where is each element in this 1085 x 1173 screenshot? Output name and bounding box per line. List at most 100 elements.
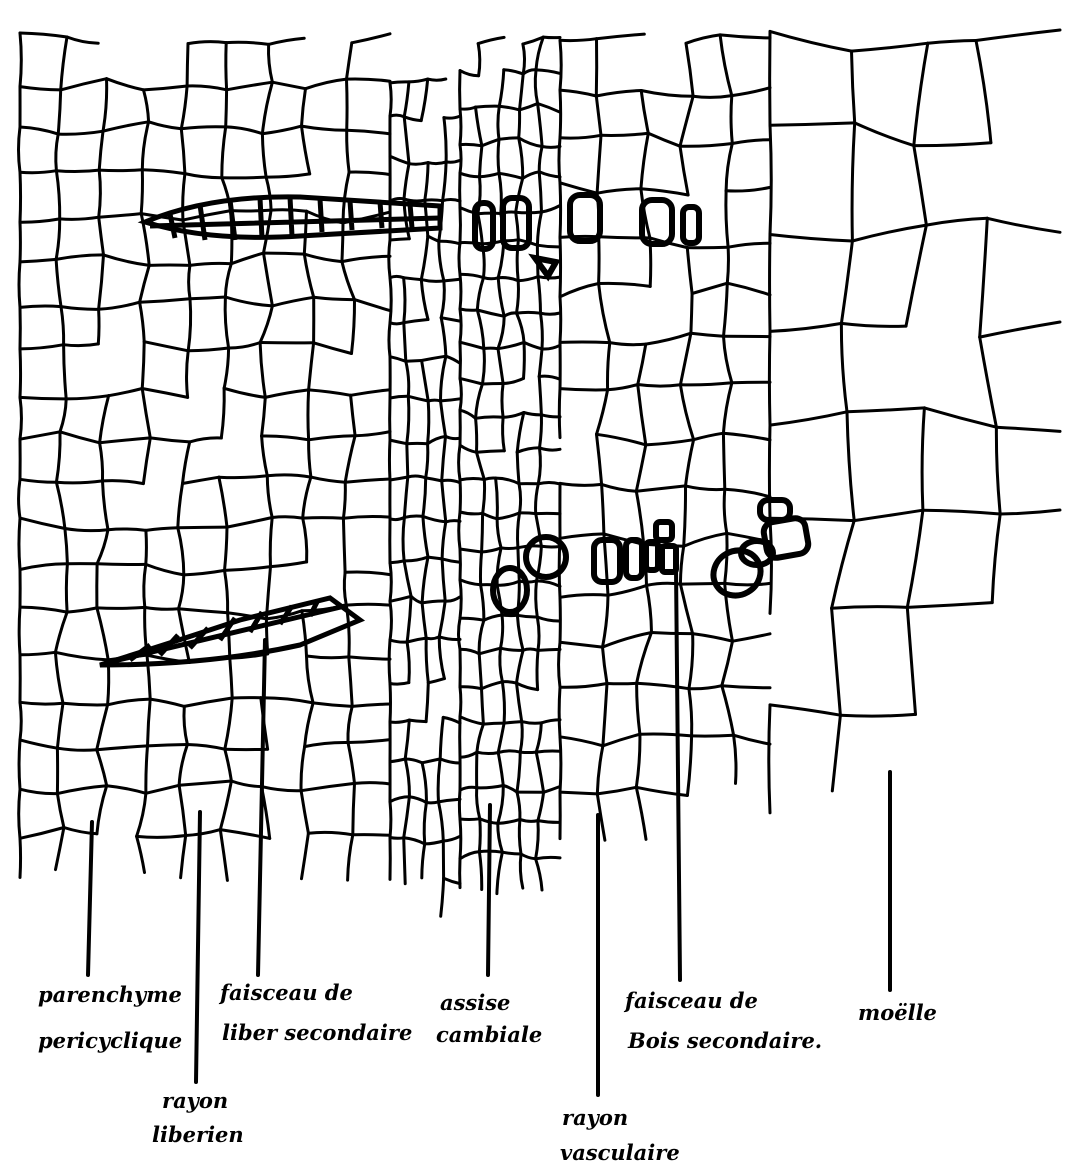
cell-wall xyxy=(496,478,498,519)
cell-wall xyxy=(305,703,314,747)
cell-wall xyxy=(559,642,560,687)
cell-wall xyxy=(303,477,311,518)
cell-wall xyxy=(541,546,560,547)
cell-wall xyxy=(724,283,728,336)
cell-wall xyxy=(854,510,923,520)
cell-wall xyxy=(638,385,681,387)
cell-wall xyxy=(20,172,21,222)
cell-wall xyxy=(262,436,309,440)
leader-rayon-liberien xyxy=(196,812,200,1082)
cell-wall xyxy=(347,130,349,172)
cell-wall xyxy=(348,740,390,743)
cell-wall xyxy=(146,530,147,564)
cell-wall xyxy=(560,237,561,296)
label-assise-1: assise xyxy=(440,990,510,1015)
cell-wall xyxy=(178,484,183,528)
cell-wall xyxy=(144,342,188,351)
cell-wall xyxy=(404,557,428,561)
cell-wall xyxy=(483,513,498,519)
cell-wall xyxy=(686,35,720,43)
cell-wall xyxy=(302,126,347,130)
cell-wall xyxy=(301,783,354,790)
cell-wall xyxy=(181,836,186,878)
cell-wall xyxy=(104,255,150,266)
cell-wall xyxy=(724,489,727,533)
cell-wall xyxy=(345,436,355,483)
cell-wall xyxy=(536,723,541,752)
cell-wall xyxy=(460,649,479,653)
cell-wall xyxy=(484,478,495,480)
cell-wall xyxy=(603,633,652,648)
cell-wall xyxy=(390,720,409,722)
cell-wall xyxy=(542,345,560,349)
cell-wall xyxy=(560,737,561,792)
cell-wall xyxy=(559,389,560,438)
cell-wall xyxy=(524,342,542,349)
cell-wall xyxy=(538,277,541,314)
cell-wall xyxy=(443,199,460,201)
cell-wall xyxy=(231,210,271,211)
cell-wall xyxy=(224,388,265,397)
cell-wall xyxy=(770,31,852,51)
cell-wall xyxy=(479,819,480,852)
cell-wall xyxy=(20,397,66,399)
cell-wall xyxy=(422,601,445,603)
cell-wall xyxy=(61,79,107,90)
cell-wall xyxy=(517,650,524,683)
cell-wall xyxy=(498,786,504,824)
cell-wall xyxy=(390,440,407,444)
cell-wall xyxy=(19,607,20,655)
cell-wall xyxy=(519,138,542,147)
cell-wall xyxy=(304,254,313,297)
labels: parenchyme pericyclique faisceau de libe… xyxy=(38,980,937,1165)
cell-wall xyxy=(390,802,391,838)
cell-wall xyxy=(727,247,728,283)
cell-wall xyxy=(536,859,542,890)
cell-wall xyxy=(477,451,505,453)
cell-wall xyxy=(540,415,542,448)
cell-wall xyxy=(302,89,306,126)
cell-wall xyxy=(404,561,411,596)
cell-wall xyxy=(482,548,502,552)
cell-wall xyxy=(19,127,21,172)
cell-wall xyxy=(689,686,722,689)
cell-wall xyxy=(179,781,231,785)
cell-wall xyxy=(725,489,770,497)
cell-wall xyxy=(460,109,461,145)
cell-wall xyxy=(733,634,771,641)
cell-wall xyxy=(441,401,446,437)
cell-wall xyxy=(477,452,485,479)
label-faisceau-bois-2: Bois secondaire. xyxy=(627,1028,822,1053)
cell-wall xyxy=(20,479,56,482)
cell-wall xyxy=(390,115,404,117)
cell-wall xyxy=(724,336,732,383)
cell-wall xyxy=(141,170,142,214)
cell-wall xyxy=(484,348,498,349)
cell-wall xyxy=(460,752,477,757)
cell-wall xyxy=(686,440,694,486)
cell-wall xyxy=(178,527,227,528)
cell-wall xyxy=(641,91,693,97)
cell-wall xyxy=(97,786,107,834)
cell-wall xyxy=(482,139,499,146)
cell-wall xyxy=(409,163,428,165)
cell-wall xyxy=(538,104,560,113)
cell-wall xyxy=(306,79,347,89)
cell-wall xyxy=(680,546,683,584)
cell-wall xyxy=(190,297,225,299)
cell-wall xyxy=(227,518,272,528)
cell-wall xyxy=(187,44,188,86)
cell-wall xyxy=(303,518,307,562)
cell-wall xyxy=(20,652,55,655)
label-parenchyme-2: pericyclique xyxy=(38,1028,182,1053)
cell-wall xyxy=(428,557,442,559)
cell-wall xyxy=(517,281,519,313)
cell-wall xyxy=(832,607,908,609)
cell-wall xyxy=(57,748,96,750)
cell-wall xyxy=(976,30,1060,41)
cell-wall xyxy=(390,759,405,762)
cell-wall xyxy=(137,793,146,836)
cell-wall xyxy=(423,478,426,517)
cell-wall xyxy=(686,43,693,96)
cell-wall xyxy=(20,33,67,37)
